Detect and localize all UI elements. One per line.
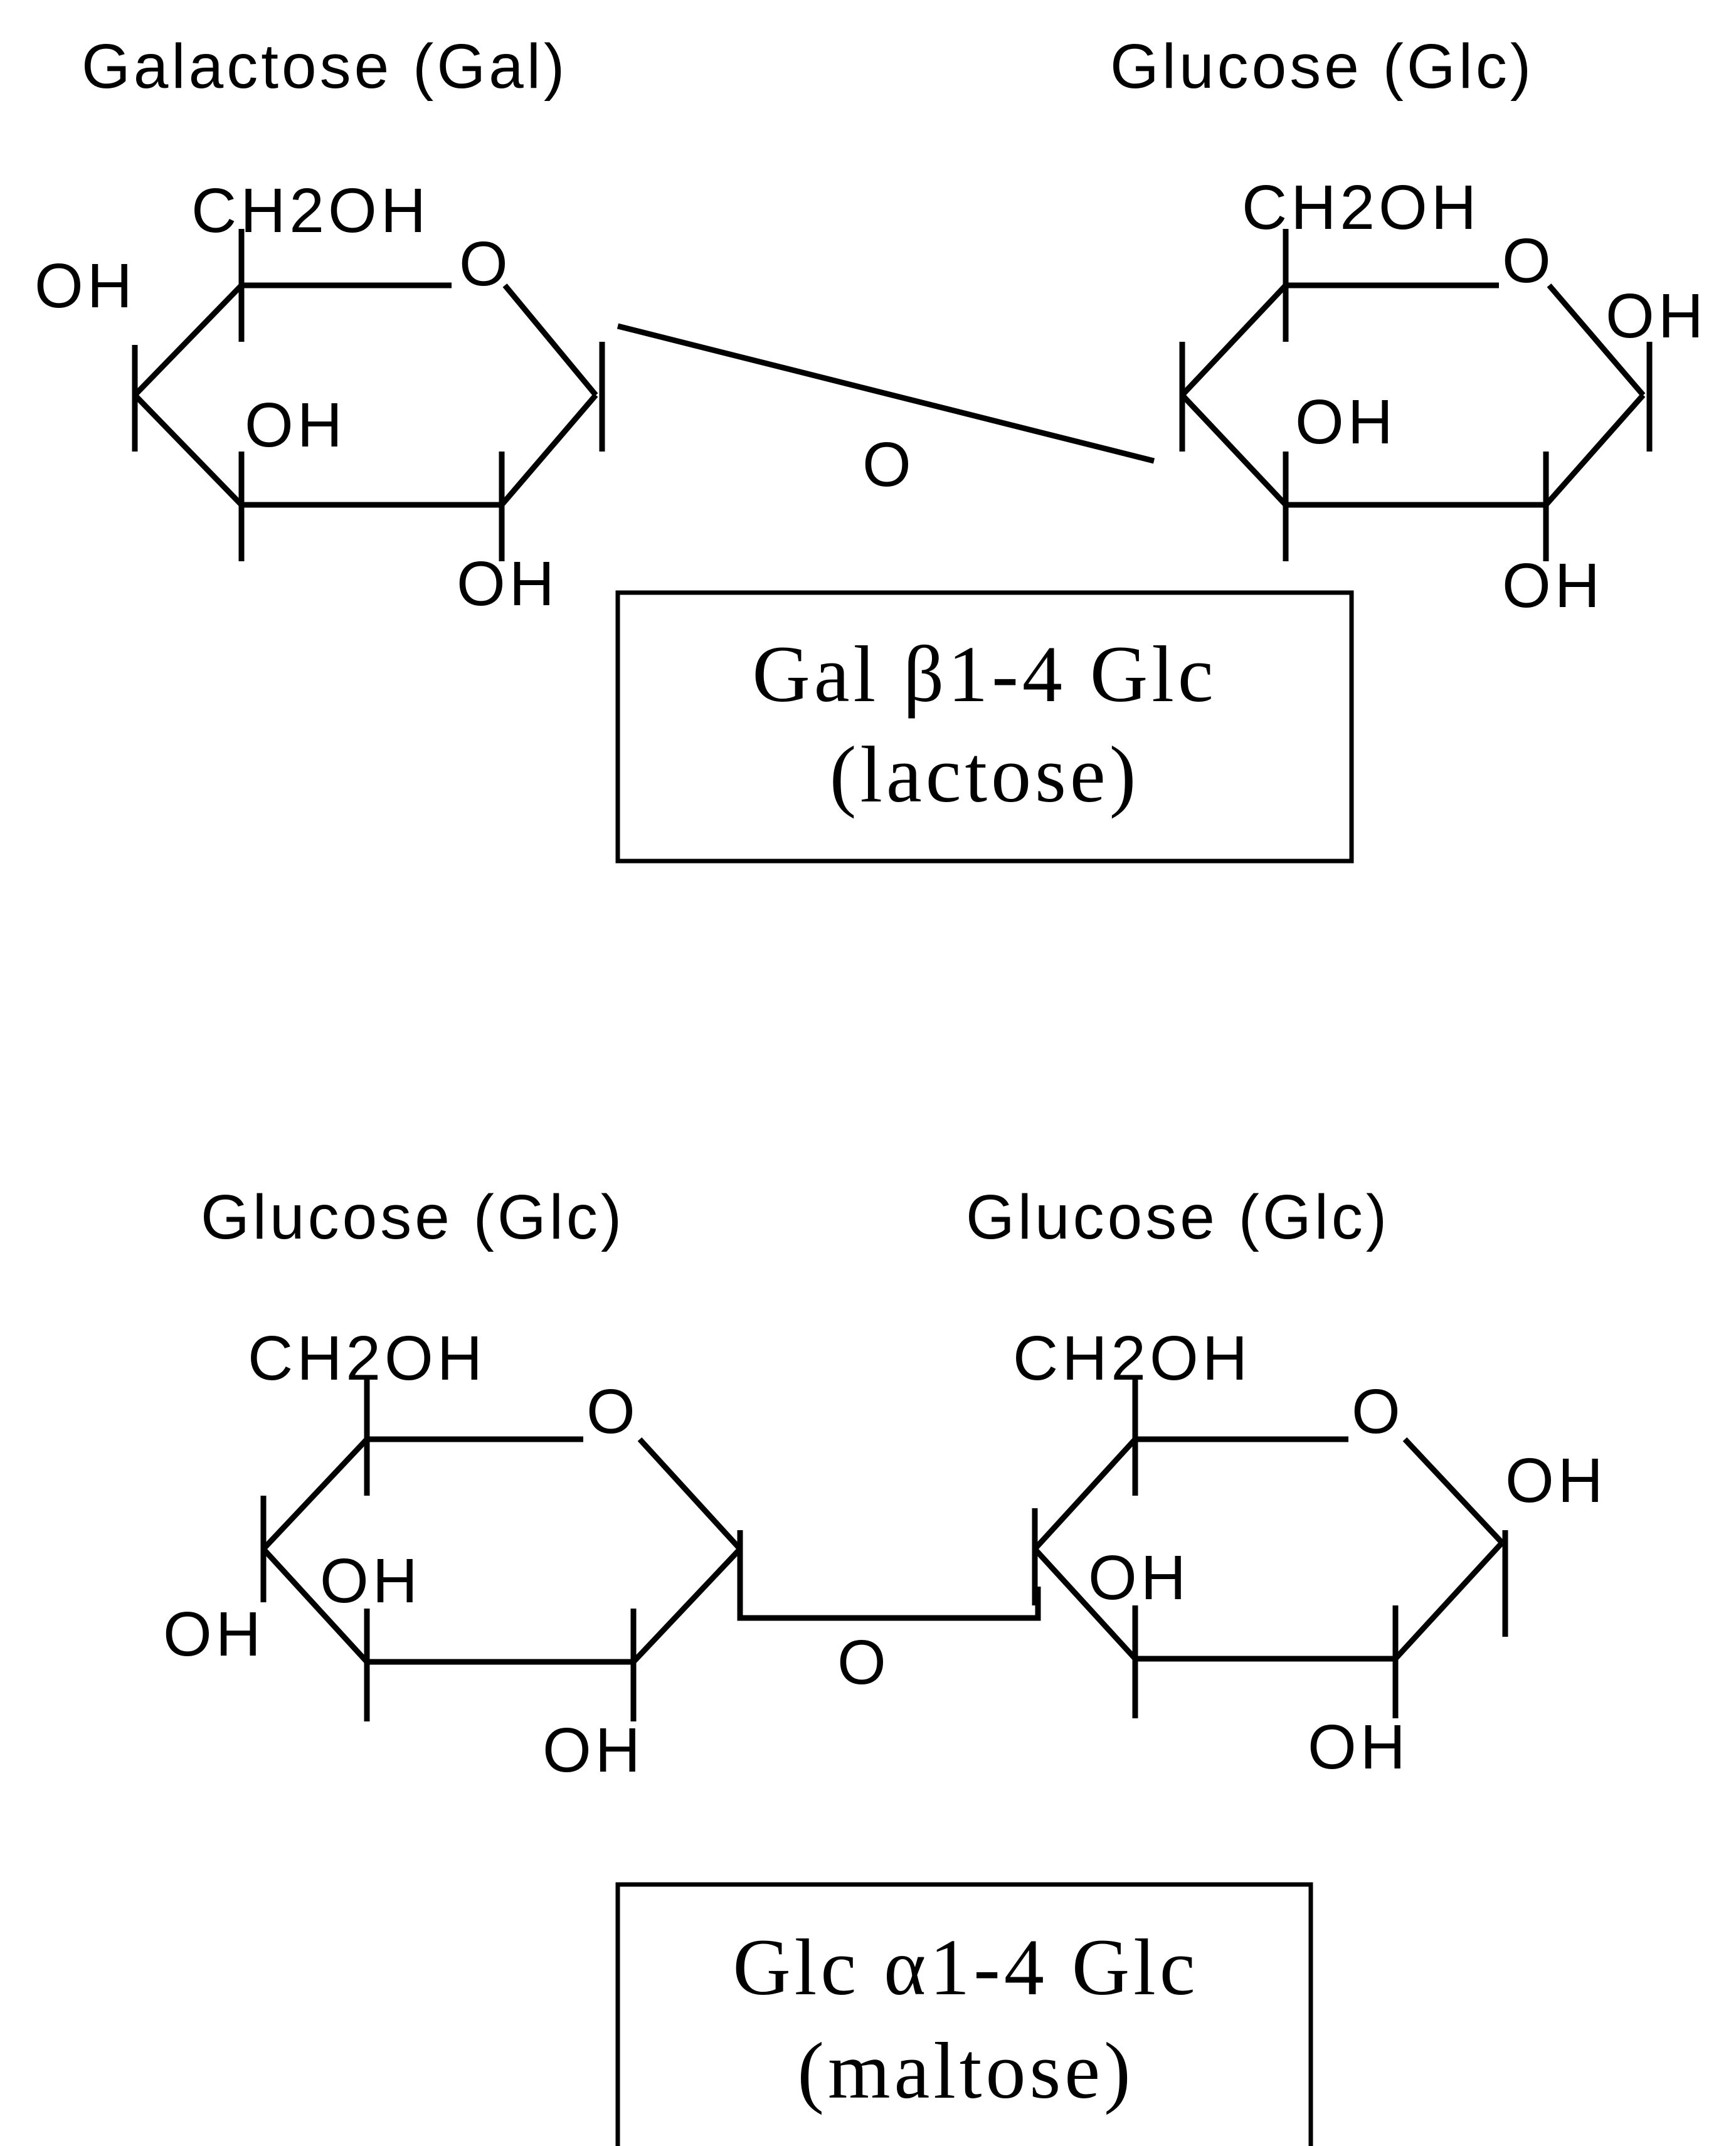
- bond-c3-c4: [261, 1546, 369, 1664]
- bond-c1-c2: [1543, 393, 1646, 507]
- ch2oh-label: CH2OH: [191, 176, 430, 246]
- bond-c4-c5: [1032, 1437, 1138, 1551]
- maltose-structure: Glucose (Glc) Glucose (Glc) CH2OH O OH O…: [163, 1182, 1607, 2146]
- bond-c3-c4: [132, 393, 244, 507]
- glucose-left-label: Glucose (Glc): [201, 1182, 625, 1252]
- oh-c1-label: OH: [1606, 281, 1707, 351]
- ring-oxygen-label: O: [1502, 226, 1555, 296]
- bond-c3-c4: [1032, 1546, 1138, 1661]
- ch2oh-label: CH2OH: [1242, 172, 1480, 243]
- bond-o-c1: [1402, 1437, 1505, 1545]
- bond-c4-c5: [1180, 283, 1288, 398]
- bond-o-c1: [502, 283, 598, 397]
- maltose-name-box: Glc α1-4 Glc (maltose): [615, 1882, 1313, 2146]
- glucose-label: Glucose (Glc): [1110, 31, 1534, 102]
- oh-c4-label: OH: [34, 251, 136, 321]
- linkage-label: Gal β1-4 Glc: [752, 630, 1217, 719]
- box-frame: [615, 590, 1354, 864]
- bond-o-c1: [637, 1437, 743, 1551]
- oh-c2-label: OH: [542, 1715, 644, 1785]
- oh-c3-label: OH: [1088, 1543, 1190, 1613]
- oh-c4-label: OH: [163, 1599, 265, 1669]
- ring-oxygen-label: O: [1352, 1377, 1404, 1447]
- bond-o-c1: [1547, 283, 1646, 397]
- glucose-ring-right: CH2OH O OH OH OH: [1013, 1323, 1607, 1782]
- bond-c1-c2: [631, 1546, 743, 1664]
- glucose-right-label: Glucose (Glc): [966, 1182, 1390, 1252]
- bond-c1-c2: [499, 393, 598, 507]
- bridge-oxygen-label: O: [837, 1627, 890, 1698]
- oh-c3-label: OH: [320, 1546, 421, 1616]
- oh-c2-label: OH: [457, 549, 558, 619]
- linkage-label: Glc α1-4 Glc: [733, 1923, 1199, 2012]
- common-name-label: (lactose): [830, 730, 1140, 819]
- oh-c2-label: OH: [1308, 1712, 1409, 1782]
- lactose-structure: Galactose (Gal) Glucose (Glc) CH2OH O OH…: [34, 31, 1707, 864]
- oh-c1-label: OH: [1505, 1446, 1607, 1516]
- bond-c4-c5: [261, 1437, 369, 1551]
- ch2oh-label: CH2OH: [248, 1323, 486, 1393]
- glucose-ring: CH2OH O OH OH OH: [1179, 172, 1707, 621]
- oh-c2-label: OH: [1502, 551, 1604, 621]
- box-frame: [615, 1882, 1313, 2146]
- galactose-label: Galactose (Gal): [82, 31, 568, 102]
- ring-oxygen-label: O: [586, 1377, 639, 1447]
- galactose-ring: CH2OH O OH OH OH: [34, 176, 605, 619]
- bridge-oxygen-label: O: [862, 430, 915, 500]
- ring-oxygen-label: O: [459, 229, 512, 299]
- glucose-ring-left: CH2OH O OH OH OH: [163, 1323, 743, 1785]
- lactose-name-box: Gal β1-4 Glc (lactose): [615, 590, 1354, 864]
- oh-c3-label: OH: [245, 390, 346, 460]
- oh-c3-label: OH: [1295, 387, 1397, 457]
- glycosidic-bond: [737, 1587, 1041, 1621]
- bond-c3-c4: [1180, 393, 1288, 507]
- common-name-label: (maltose): [797, 2026, 1134, 2115]
- ch2oh-label: CH2OH: [1013, 1323, 1251, 1393]
- glycosidic-bond: [617, 323, 1155, 464]
- bond-c4-c5: [132, 283, 244, 398]
- bond-c1-c2: [1393, 1540, 1505, 1661]
